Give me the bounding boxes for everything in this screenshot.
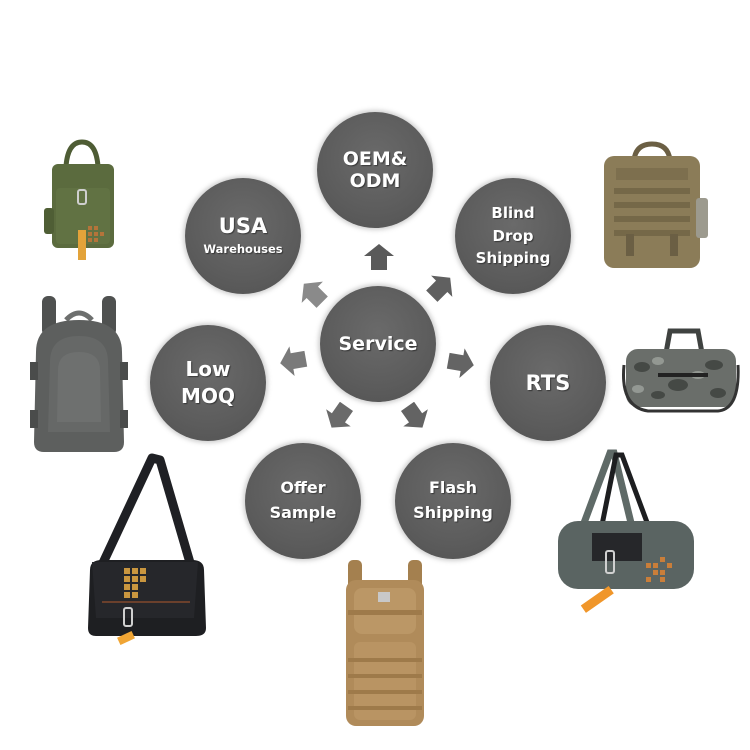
node-offer-sample: Offer Sample xyxy=(245,443,361,559)
arrow-up-icon xyxy=(364,244,394,270)
arrow-left-icon xyxy=(280,346,308,376)
service-label: Service xyxy=(338,332,418,355)
arrow-up-left-icon xyxy=(301,281,328,308)
node-label-line: Low xyxy=(185,357,231,381)
service-hub: Service xyxy=(320,286,436,402)
node-label-line: Offer xyxy=(280,478,326,498)
arrow-up-right-icon xyxy=(426,275,453,302)
product-image-black-messenger-bag xyxy=(88,453,206,646)
node-usa-warehouses: USA Warehouses xyxy=(185,178,301,294)
product-image-grey-barrel-duffel xyxy=(558,449,694,613)
product-image-camo-duffel-bag xyxy=(622,328,740,413)
arrow-right-icon xyxy=(446,348,474,378)
node-flash-shipping: Flash Shipping xyxy=(395,443,511,559)
node-label-line: Shipping xyxy=(413,503,493,522)
node-label-line: RTS xyxy=(525,370,571,395)
arrow-down-right-icon xyxy=(400,402,428,428)
node-blind-drop-shipping: Blind Drop Shipping xyxy=(455,178,571,294)
arrow-down-left-icon xyxy=(326,402,354,428)
node-oem-odm: OEM& ODM xyxy=(317,112,433,228)
product-image-tan-molle-laptop-bag xyxy=(604,141,708,268)
node-low-moq: Low MOQ xyxy=(150,325,266,441)
node-label-line: Shipping xyxy=(475,249,551,268)
node-label-line: OEM& xyxy=(342,147,408,170)
product-image-grey-backpack xyxy=(30,296,128,452)
node-label-line: Sample xyxy=(269,503,337,522)
product-image-olive-tote-backpack xyxy=(44,139,114,260)
node-label-line: ODM xyxy=(349,170,401,192)
node-label-line: Drop xyxy=(492,226,534,245)
node-label-line: MOQ xyxy=(181,384,235,408)
node-rts: RTS xyxy=(490,325,606,441)
node-label-line: Blind xyxy=(491,204,535,223)
node-label-line: USA xyxy=(218,214,268,239)
node-label-line: Flash xyxy=(428,478,478,498)
node-label-line: Warehouses xyxy=(203,242,283,257)
product-image-tan-assault-backpack xyxy=(346,560,424,726)
